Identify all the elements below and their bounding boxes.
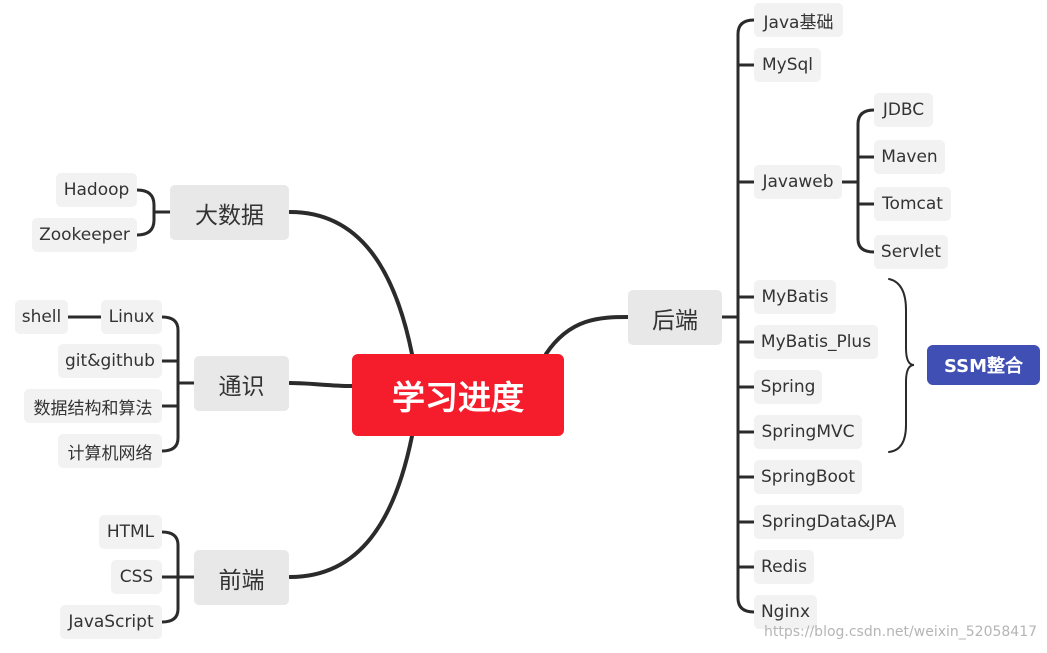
node-springdata-jpa[interactable]: SpringData&JPA xyxy=(754,505,904,539)
node-servlet[interactable]: Servlet xyxy=(874,235,948,269)
node-tomcat[interactable]: Tomcat xyxy=(874,187,951,221)
node-data-structures[interactable]: 数据结构和算法 xyxy=(24,389,162,423)
node-springboot[interactable]: SpringBoot xyxy=(754,460,862,494)
bracket-general xyxy=(160,315,196,453)
node-redis[interactable]: Redis xyxy=(754,550,814,584)
topic-backend[interactable]: 后端 xyxy=(628,290,722,345)
node-mybatis-plus[interactable]: MyBatis_Plus xyxy=(754,325,878,359)
topic-general[interactable]: 通识 xyxy=(194,356,289,411)
bracket-bigdata xyxy=(135,188,172,237)
connector-central-frontend xyxy=(288,434,414,579)
bracket-frontend xyxy=(160,530,196,624)
spine-backend xyxy=(720,18,756,614)
connector-central-backend xyxy=(544,315,630,356)
node-shell[interactable]: shell xyxy=(15,300,68,334)
connector-central-bigdata xyxy=(288,210,414,356)
node-maven[interactable]: Maven xyxy=(874,140,945,174)
node-jdbc[interactable]: JDBC xyxy=(874,93,933,127)
node-mybatis[interactable]: MyBatis xyxy=(754,280,836,314)
node-git-github[interactable]: git&github xyxy=(58,344,162,378)
topic-bigdata[interactable]: 大数据 xyxy=(170,185,289,240)
node-linux[interactable]: Linux xyxy=(101,300,162,334)
node-hadoop[interactable]: Hadoop xyxy=(56,173,137,207)
node-css[interactable]: CSS xyxy=(111,560,162,594)
summary-brace xyxy=(888,278,915,453)
node-spring[interactable]: Spring xyxy=(754,370,822,404)
connector-central-general xyxy=(288,381,354,388)
node-nginx[interactable]: Nginx xyxy=(754,595,817,629)
central-topic[interactable]: 学习进度 xyxy=(352,354,564,436)
node-javascript[interactable]: JavaScript xyxy=(60,605,162,639)
summary-ssm[interactable]: SSM整合 xyxy=(927,345,1040,385)
node-html[interactable]: HTML xyxy=(99,515,162,549)
watermark-text: https://blog.csdn.net/weixin_52058417 xyxy=(764,624,1038,640)
bracket-javaweb xyxy=(840,108,876,254)
node-mysql[interactable]: MySql xyxy=(754,48,821,82)
node-java-basics[interactable]: Java基础 xyxy=(754,3,843,37)
node-springmvc[interactable]: SpringMVC xyxy=(754,415,862,449)
node-computer-network[interactable]: 计算机网络 xyxy=(58,434,162,468)
node-javaweb[interactable]: Javaweb xyxy=(754,165,842,199)
topic-frontend[interactable]: 前端 xyxy=(194,550,289,605)
node-zookeeper[interactable]: Zookeeper xyxy=(32,218,137,252)
